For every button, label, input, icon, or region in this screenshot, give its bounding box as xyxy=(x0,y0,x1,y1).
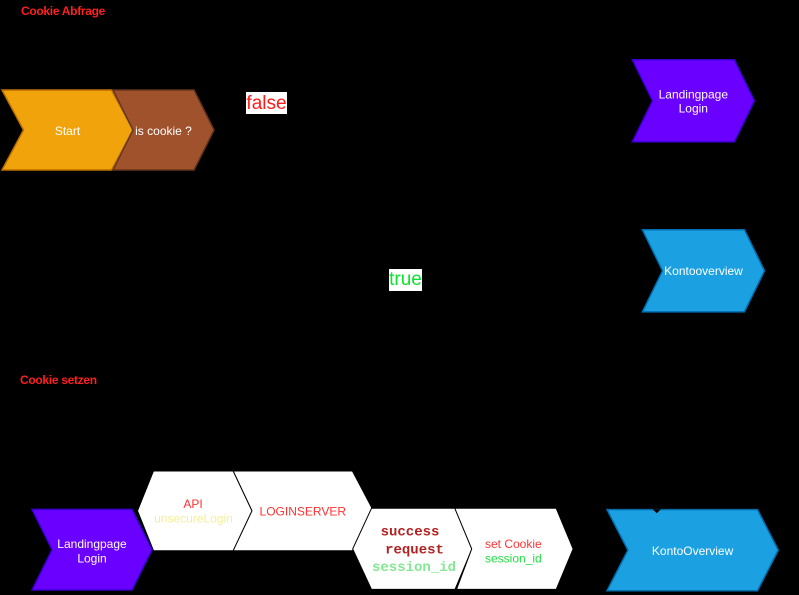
svg-text:true: true xyxy=(389,269,422,290)
svg-text:false: false xyxy=(246,93,286,114)
svg-text:unsecureLogin: unsecureLogin xyxy=(154,512,233,526)
svg-text:Landingpage: Landingpage xyxy=(659,88,729,102)
svg-text:session_id: session_id xyxy=(485,552,542,566)
svg-text:session_id: session_id xyxy=(372,560,456,576)
svg-text:Login: Login xyxy=(679,102,708,116)
svg-text:LOGINSERVER: LOGINSERVER xyxy=(260,505,347,519)
svg-text:Landingpage: Landingpage xyxy=(57,537,127,551)
svg-text:Cookie Abfrage: Cookie Abfrage xyxy=(21,4,106,18)
svg-text:Kontooverview: Kontooverview xyxy=(664,264,743,278)
svg-text:API: API xyxy=(183,497,202,511)
svg-text:request: request xyxy=(385,543,444,559)
svg-text:Cookie setzen: Cookie setzen xyxy=(20,373,97,387)
svg-text:KontoOverview: KontoOverview xyxy=(652,544,734,558)
svg-text:Start: Start xyxy=(55,124,81,138)
svg-text:is cookie ?: is cookie ? xyxy=(135,124,192,138)
svg-text:set Cookie: set Cookie xyxy=(485,537,542,551)
svg-text:Login: Login xyxy=(77,552,106,566)
svg-text:success: success xyxy=(381,525,440,541)
